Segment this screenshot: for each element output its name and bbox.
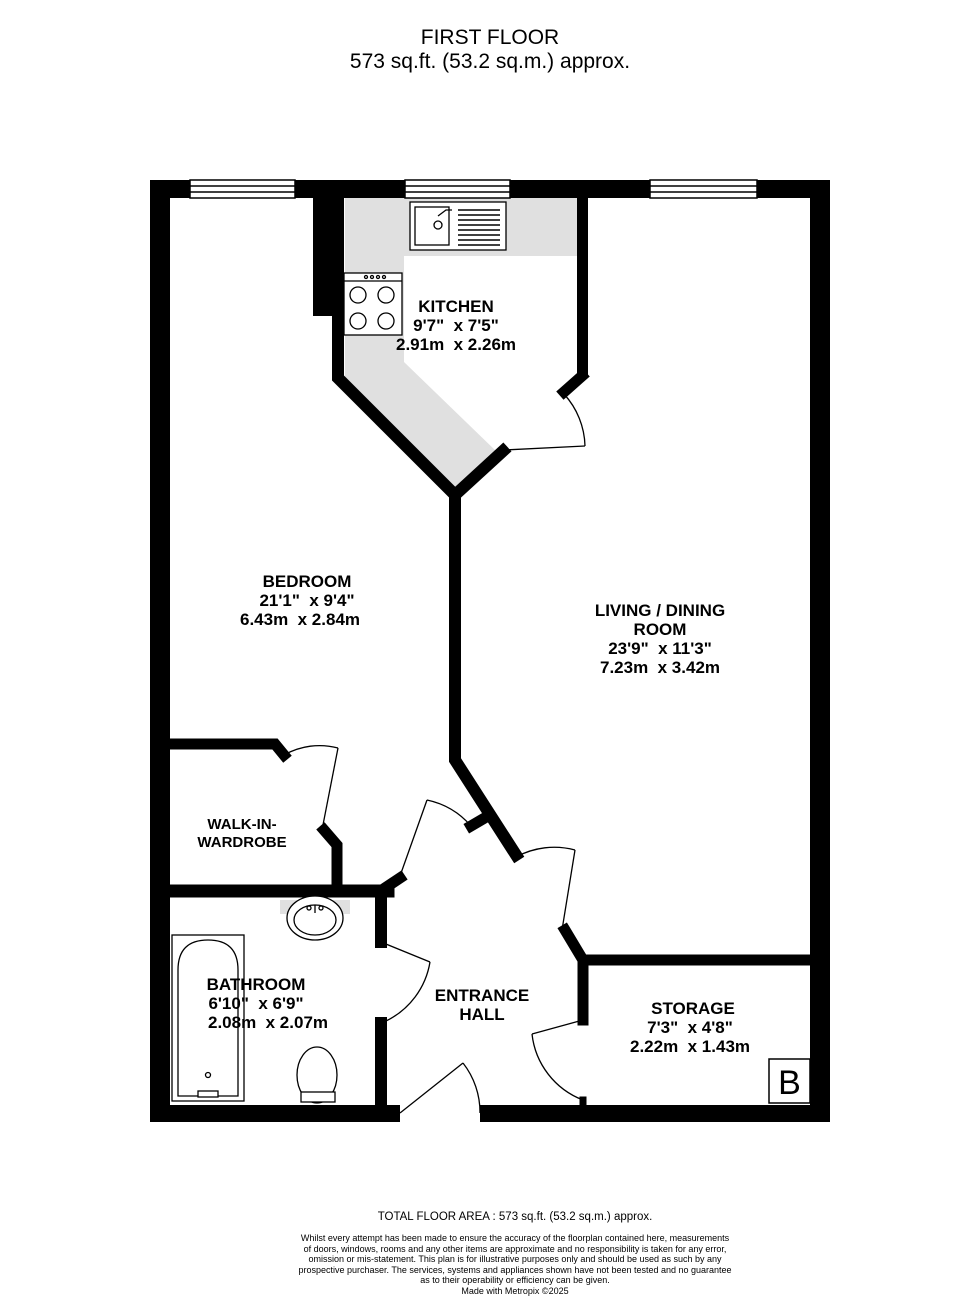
window-bedroom [189,179,296,199]
kitchen-sink-icon [409,201,507,251]
boiler-icon: B [768,1058,811,1104]
bathroom-door [380,941,431,963]
room-entrance-hall: ENTRANCE HALL [435,986,529,1024]
kitchen-door [503,445,586,451]
wash-basin-icon [280,895,350,941]
hall-name-line1: ENTRANCE [435,986,529,1005]
bedroom-name: BEDROOM [263,572,352,591]
toilet-icon [296,1046,338,1104]
storage-metric: 2.22m x 1.43m [630,1037,750,1056]
window-kitchen [404,179,511,199]
room-kitchen: KITCHEN 9'7" x 7'5" 2.91m x 2.26m [396,297,516,354]
kitchen-metric: 2.91m x 2.26m [396,335,516,354]
living-imperial: 23'9" x 11'3" [608,639,712,658]
disclaimer-line: as to their operability or efficiency ca… [420,1275,610,1286]
windows [189,179,758,199]
disclaimer-line: omission or mis-statement. This plan is … [308,1254,722,1265]
window-living [649,179,758,199]
disclaimer-line: prospective purchaser. The services, sys… [298,1264,732,1275]
kitchen-name: KITCHEN [418,297,494,316]
bathroom-metric: 2.08m x 2.07m [208,1013,328,1032]
entrance-door [399,1062,464,1114]
living-metric: 7.23m x 3.42m [600,658,720,677]
room-living-dining: LIVING / DINING ROOM 23'9" x 11'3" 7.23m… [595,601,725,677]
floor-title: FIRST FLOOR [420,26,560,49]
living-door [561,849,576,931]
wardrobe-name-line1: WALK-IN- [207,816,276,833]
bathroom-name: BATHROOM [207,975,306,994]
metropix-credit: Made with Metropix ©2025 [461,1285,569,1296]
disclaimer-line: of doors, windows, rooms and any other i… [303,1243,727,1254]
storage-door [531,1019,584,1035]
storage-name: STORAGE [651,999,735,1018]
boiler-label: B [778,1064,801,1102]
kitchen-worktop-diagonal [345,340,497,492]
walls [150,180,830,1122]
bedroom-door [399,799,428,877]
kitchen-worktop [345,198,577,340]
hob-icon [343,272,403,336]
kitchen-imperial: 9'7" x 7'5" [413,316,499,335]
disclaimer: Whilst every attempt has been made to en… [240,1233,790,1297]
internal-walls [163,192,818,1112]
storage-imperial: 7'3" x 4'8" [647,1018,733,1037]
bathroom-imperial: 6'10" x 6'9" [208,994,303,1013]
room-bedroom: BEDROOM 21'1" x 9'4" 6.43m x 2.84m [240,572,360,629]
living-name-line2: ROOM [634,620,687,639]
floor-area: 573 sq.ft. (53.2 sq.m.) approx. [349,50,631,73]
total-floor-area: TOTAL FLOOR AREA : 573 sq.ft. (53.2 sq.m… [377,1211,653,1223]
room-bathroom: BATHROOM 6'10" x 6'9" 2.08m x 2.07m [207,975,328,1032]
bathtub-icon [171,934,245,1102]
bedroom-metric: 6.43m x 2.84m [240,610,360,629]
wardrobe-name-line2: WARDROBE [197,834,286,851]
doors [283,393,586,1114]
disclaimer-line: Whilst every attempt has been made to en… [300,1233,730,1243]
living-name-line1: LIVING / DINING [595,601,725,620]
room-walk-in-wardrobe: WALK-IN- WARDROBE [197,816,286,851]
bedroom-imperial: 21'1" x 9'4" [259,591,354,610]
wardrobe-door [321,747,339,831]
room-storage: STORAGE 7'3" x 4'8" 2.22m x 1.43m [630,999,750,1056]
hall-name-line2: HALL [459,1005,504,1024]
